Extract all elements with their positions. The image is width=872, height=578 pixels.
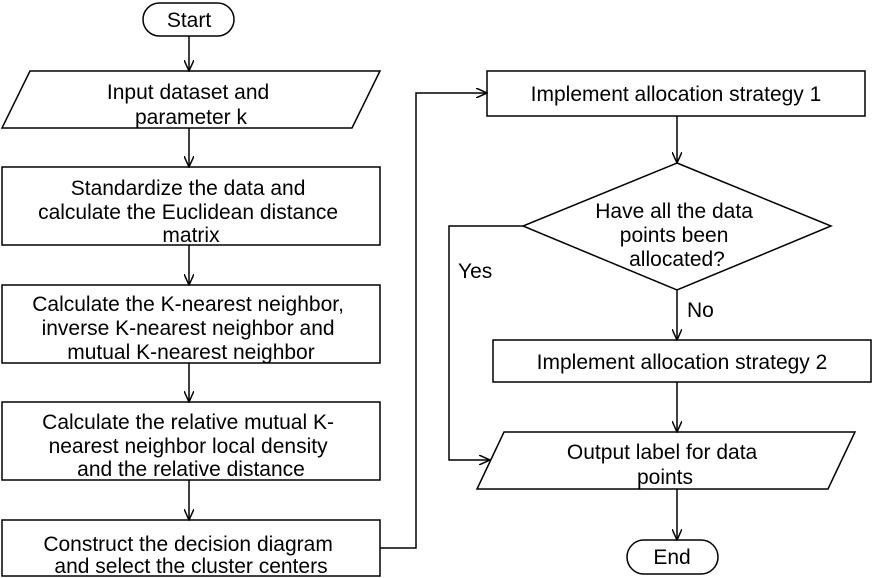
output-label: Output label for data points [567,441,763,489]
yes-edge-label: Yes [458,260,492,283]
decision-diagram-label: Construct the decision diagram and selec… [43,533,338,578]
input-label: Input dataset and parameter k [107,81,275,129]
density-box [1,401,381,481]
knn-label: Calculate the K-nearest neighbor, invers… [32,293,350,364]
standardize-box [1,166,381,246]
decision-diagram-box [1,519,381,577]
standardize-label: Standardize the data and calculate the E… [38,177,344,247]
output-parallelogram [475,431,857,490]
no-edge-label: No [687,299,714,322]
end-label: End [653,546,690,569]
allocated-check-label: Have all the data points been allocated? [595,200,758,271]
input-parallelogram [0,70,382,129]
strategy1-label: Implement allocation strategy 1 [531,83,822,106]
edge-decision-strategy1 [380,93,487,549]
density-label: Calculate the relative mutual K- nearest… [42,411,340,481]
edge-check-output-yes [448,225,523,460]
start-label: Start [167,9,212,32]
strategy2-label: Implement allocation strategy 2 [537,351,828,374]
strategy2-box [492,339,872,383]
